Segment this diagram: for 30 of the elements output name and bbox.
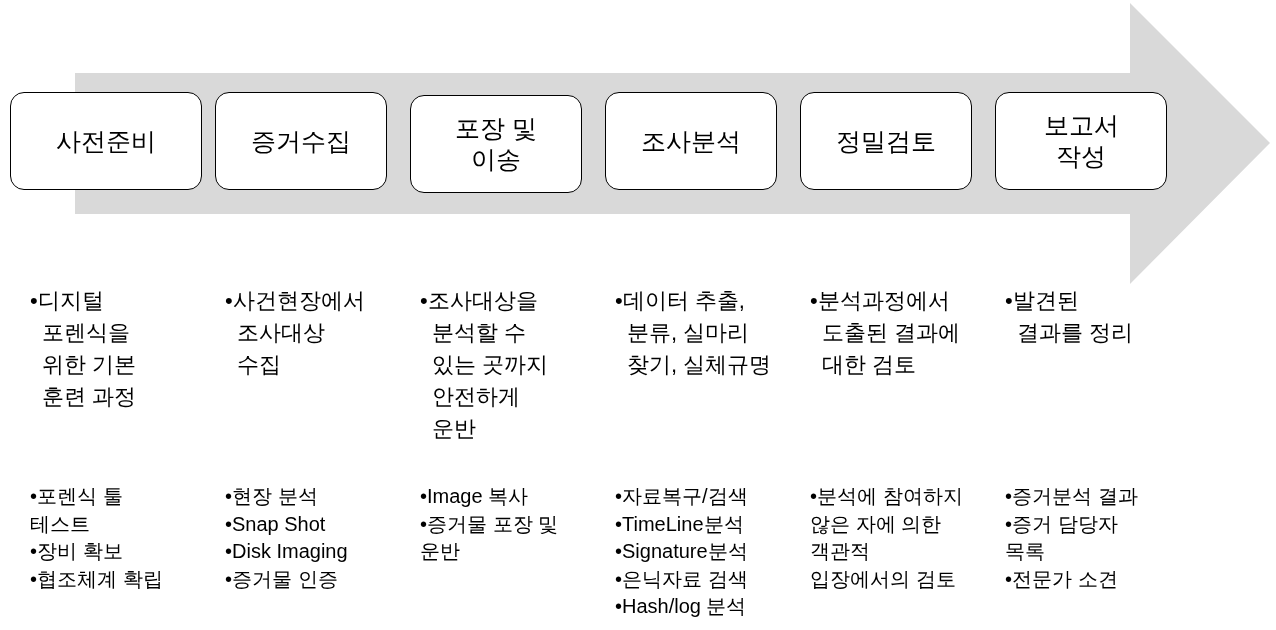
- step-description: •디지털 포렌식을 위한 기본 훈련 과정: [30, 287, 138, 411]
- task-item: •자료복구/검색: [615, 484, 749, 509]
- process-box: 보고서 작성: [995, 92, 1167, 190]
- task-item: •Hash/log 분석: [615, 594, 748, 619]
- task-item: •Snap Shot: [225, 511, 327, 537]
- task-item: •은닉자료 검색: [615, 566, 749, 592]
- task-item: •Image 복사: [420, 484, 530, 509]
- task-item: •증거물 인증: [225, 566, 339, 592]
- step-description: •데이터 추출, 분류, 실마리 찾기, 실체규명: [615, 287, 773, 379]
- task-item: •분석에 참여하지 않은 자에 의한 객관적 입장에서의 검토: [810, 484, 964, 592]
- process-box: 포장 및 이송: [410, 95, 582, 193]
- task-item: •Disk Imaging: [225, 539, 349, 564]
- process-box: 사전준비: [10, 92, 202, 190]
- step-description: •사건현장에서 조사대상 수집: [225, 287, 366, 379]
- step-description: •조사대상을 분석할 수 있는 곳까지 안전하게 운반: [420, 287, 550, 443]
- task-item: •협조체계 확립: [30, 566, 164, 592]
- step-description: •발견된 결과를 정리: [1005, 287, 1135, 347]
- task-item: •증거 담당자 목록: [1005, 511, 1119, 564]
- process-box: 증거수집: [215, 92, 387, 190]
- task-item: •증거물 포장 및 운반: [420, 511, 560, 564]
- process-box: 정밀검토: [800, 92, 972, 190]
- task-item: •증거분석 결과: [1005, 484, 1139, 509]
- step-description: •분석과정에서 도출된 결과에 대한 검토: [810, 287, 962, 379]
- task-item: •장비 확보: [30, 539, 124, 564]
- process-box: 조사분석: [605, 92, 777, 190]
- task-item: •현장 분석: [225, 484, 319, 509]
- task-item: •전문가 소견: [1005, 566, 1119, 592]
- task-item: •Signature분석: [615, 539, 749, 564]
- task-item: •포렌식 툴 테스트: [30, 484, 124, 537]
- task-item: •TimeLine분석: [615, 511, 745, 537]
